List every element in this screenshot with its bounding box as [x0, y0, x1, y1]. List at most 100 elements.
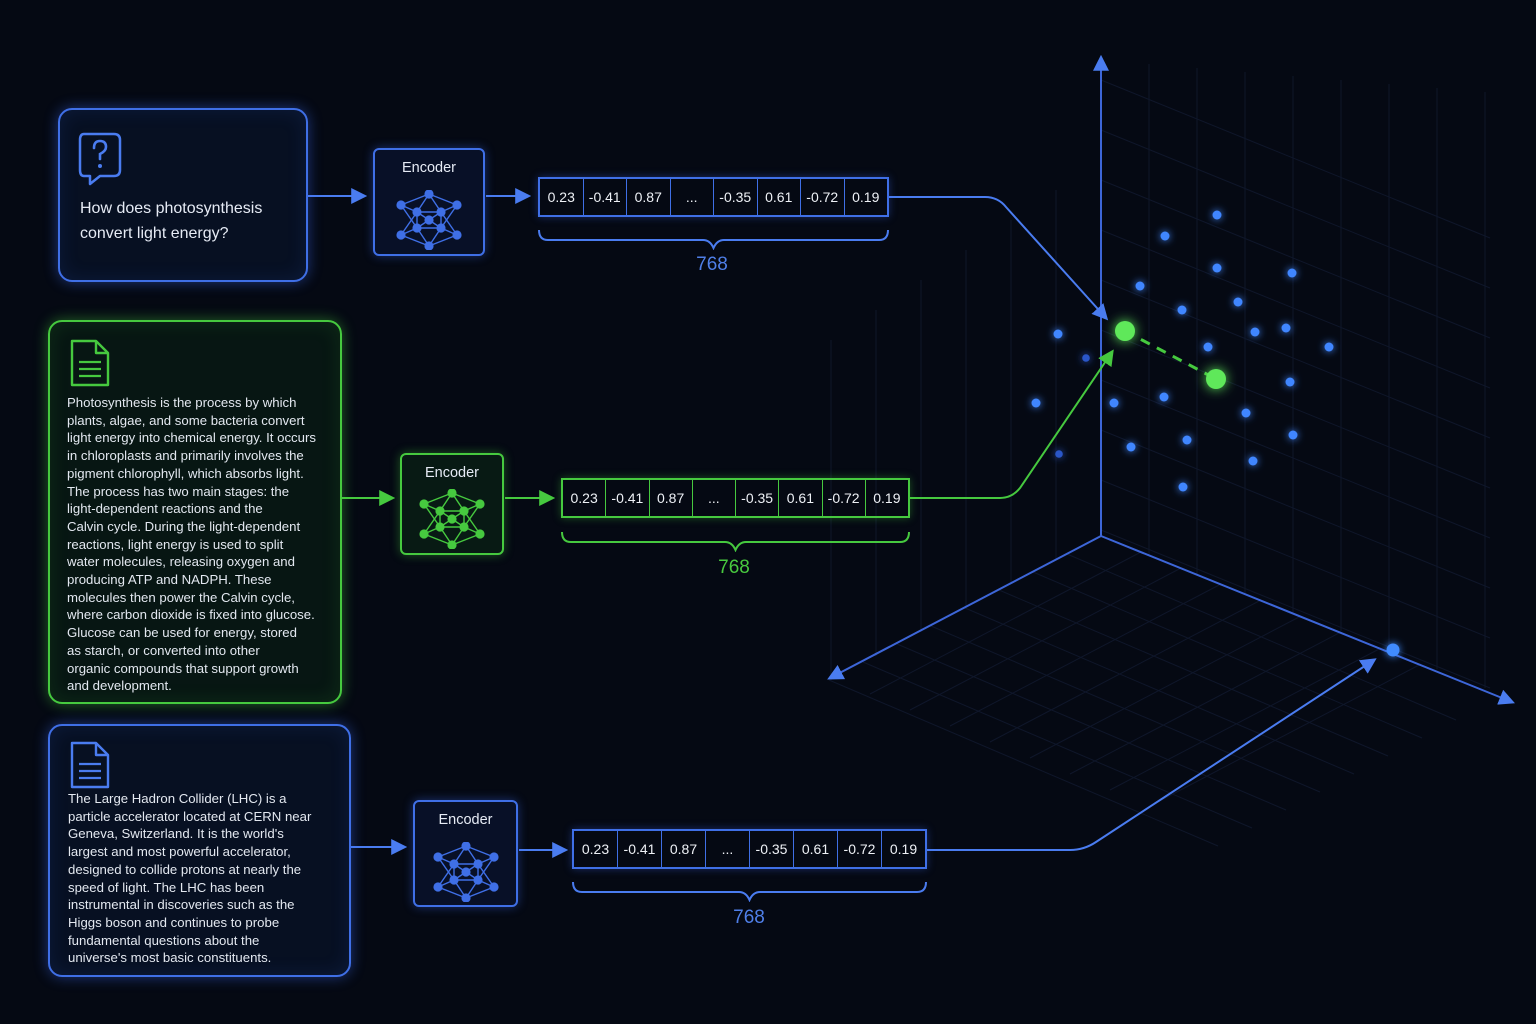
- network-node: [424, 241, 434, 250]
- vector-cell: -0.35: [750, 831, 794, 867]
- scatter-point: [1288, 430, 1298, 440]
- document-line: as starch, or converted into other: [67, 642, 260, 658]
- grid-line: [869, 551, 1142, 695]
- scatter-point: [1126, 442, 1136, 452]
- network-edge: [451, 492, 481, 505]
- network-node: [419, 499, 429, 509]
- vector-cell: 0.23: [574, 831, 618, 867]
- vector-cell: 0.87: [662, 831, 706, 867]
- scatter-point: [1177, 305, 1187, 315]
- grid-line: [828, 679, 1219, 847]
- query-point: [1115, 321, 1135, 341]
- scatter-point: [1285, 377, 1295, 387]
- network-edge: [423, 503, 441, 528]
- grid-line: [1100, 229, 1491, 389]
- document-line: where carbon dioxide is fixed into gluco…: [67, 607, 315, 623]
- vector-cell: 0.23: [540, 179, 584, 215]
- network-edge: [437, 886, 466, 899]
- document-line: particle accelerator located at CERN nea…: [68, 808, 312, 824]
- document-line: instrumental in discoveries such as the: [68, 897, 295, 913]
- vector-cell: 0.61: [779, 480, 823, 516]
- network-node: [412, 207, 422, 217]
- vector-cell: -0.72: [823, 480, 866, 516]
- scatter-point: [1053, 329, 1063, 339]
- network-edge: [465, 845, 494, 858]
- document-line: and development.: [67, 678, 172, 694]
- document-line: Higgs boson and continues to probe: [68, 914, 280, 930]
- axis-lines: [827, 54, 1515, 705]
- document-line: fundamental questions about the: [68, 932, 260, 948]
- network-edge: [400, 211, 418, 236]
- network-edge: [423, 533, 453, 546]
- network-node: [452, 230, 462, 240]
- scatter-point: [1241, 408, 1251, 418]
- network-node: [472, 859, 483, 869]
- vector-cell: -0.41: [606, 480, 650, 516]
- vector-cell: ...: [693, 480, 736, 516]
- document-line: producing ATP and NADPH. These: [67, 572, 272, 588]
- grid-line: [989, 599, 1262, 743]
- neural-network-icon: [419, 489, 485, 549]
- vector-cell: 0.61: [758, 179, 801, 215]
- scatter-point: [1203, 342, 1213, 352]
- network-edge: [436, 856, 455, 881]
- document-line: universe's most basic constituents.: [68, 950, 272, 966]
- vector-cell: -0.41: [618, 831, 662, 867]
- network-node: [447, 540, 457, 549]
- scatter-point: [1178, 482, 1188, 492]
- document-line: Photosynthesis is the process by which: [67, 395, 297, 410]
- network-node: [424, 215, 434, 225]
- grid-line: [1100, 529, 1491, 689]
- neural-network-icon: [396, 190, 462, 250]
- network-edge: [476, 863, 495, 888]
- network-node: [475, 529, 485, 539]
- network-edge: [476, 856, 495, 881]
- vector-cell: 0.87: [627, 179, 671, 215]
- network-node: [452, 200, 462, 210]
- network-edge: [465, 886, 494, 899]
- encoder-query: Encoder: [373, 148, 485, 256]
- dimension-label: 768: [696, 254, 728, 275]
- scatter-point: [1233, 297, 1243, 307]
- document-line: water molecules, releasing oxygen and: [67, 554, 295, 570]
- document-line: reactions, light energy is used to split: [67, 536, 284, 552]
- grid-line: [1029, 615, 1302, 759]
- vector-cell: 0.19: [873, 490, 901, 506]
- card-to-encoder-arrows: [308, 188, 569, 858]
- network-edge: [423, 492, 453, 505]
- scatter-point: [1250, 327, 1260, 337]
- grid-line: [1100, 279, 1491, 439]
- dimension-label: 768: [718, 557, 750, 578]
- network-node: [447, 514, 457, 524]
- document-line: organic compounds that support growth: [67, 660, 299, 676]
- scatter-point: [1248, 456, 1258, 466]
- grid-line: [1100, 479, 1491, 639]
- network-node: [460, 842, 471, 851]
- scatter-point: [1031, 398, 1041, 408]
- vector-to-space-lines: [889, 196, 1377, 851]
- scatter-point: [1082, 354, 1090, 362]
- network-edge: [400, 193, 430, 206]
- vector-cell: -0.35: [714, 179, 758, 215]
- similarity-link: [1124, 329, 1217, 381]
- scatter-point: [1212, 210, 1222, 220]
- network-edge: [440, 211, 458, 236]
- document-1-point: [1206, 369, 1226, 389]
- encoder-label: Encoder: [438, 812, 493, 828]
- network-node: [412, 223, 422, 233]
- scatter-point: [1109, 398, 1119, 408]
- scatter-point: [1135, 281, 1145, 291]
- network-node: [435, 522, 445, 532]
- grid-line: [1100, 329, 1491, 489]
- scatter-points: [1031, 210, 1334, 492]
- network-node: [459, 506, 469, 516]
- network-edge: [463, 510, 481, 535]
- network-edge: [400, 204, 418, 229]
- z-axis: [1100, 535, 1515, 705]
- document-line: Geneva, Switzerland. It is the world's: [68, 826, 284, 842]
- dimension-label: 768: [733, 907, 765, 928]
